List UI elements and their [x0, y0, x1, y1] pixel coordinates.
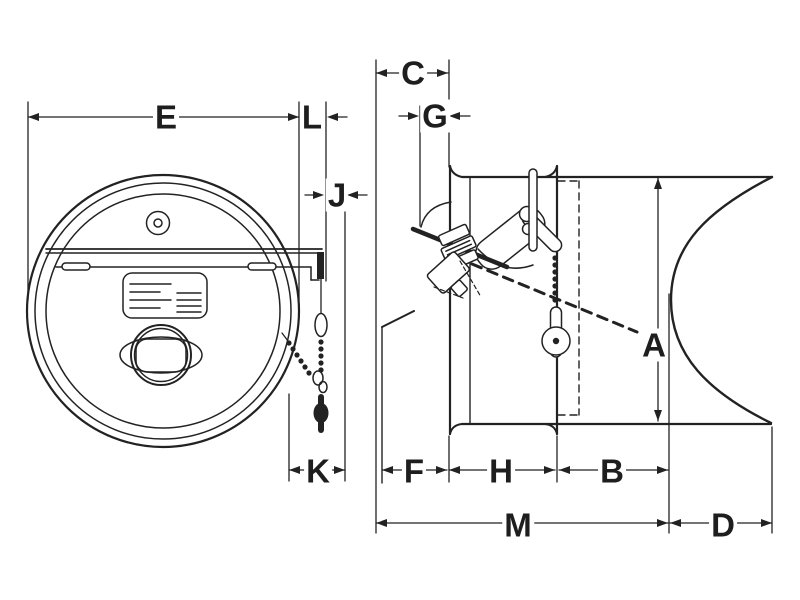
- dim-label-m: M: [502, 506, 534, 544]
- dimension-arrows: [28, 69, 772, 527]
- hidden-sleeve-dashed: [557, 180, 580, 416]
- dim-label-a: A: [640, 326, 668, 364]
- hinge-screw-icon: [145, 210, 171, 236]
- dim-label-j: J: [325, 176, 349, 214]
- damper-rod: [528, 168, 538, 252]
- handle: [119, 324, 203, 386]
- pull-chain-front: [281, 278, 329, 433]
- dim-label-h: H: [487, 452, 515, 490]
- dim-label-g: G: [420, 97, 450, 135]
- pull-chain-side: [541, 255, 571, 358]
- hinge-pin: [317, 252, 324, 279]
- dim-label-f: F: [401, 452, 427, 490]
- dim-label-k: K: [304, 452, 332, 490]
- dim-label-c: C: [399, 54, 427, 92]
- nameplate: [122, 272, 208, 319]
- duct-venturi: [460, 175, 774, 426]
- damper-mechanism: [410, 168, 639, 358]
- side-view: [381, 164, 774, 484]
- clamp-assembly: [426, 223, 479, 298]
- dim-label-b: B: [598, 452, 626, 490]
- front-view: [25, 173, 329, 449]
- chain-pull-handle: [313, 394, 329, 433]
- dim-label-l: L: [299, 98, 325, 136]
- dimension-annotations: [27, 59, 773, 534]
- wall-break-line: [381, 310, 415, 484]
- dim-label-e: E: [152, 98, 180, 136]
- dim-label-d: D: [709, 506, 737, 544]
